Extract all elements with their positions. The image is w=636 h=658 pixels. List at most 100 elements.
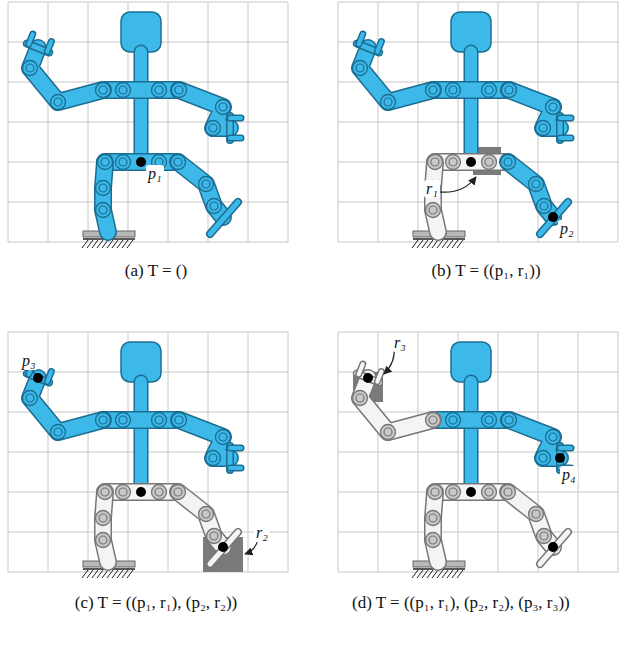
- grid-line: [338, 492, 618, 493]
- robot-link: [105, 485, 178, 500]
- ground-hatch: [112, 240, 118, 248]
- ground-hatch: [452, 570, 458, 578]
- gripper: [377, 372, 381, 382]
- robot-joint: [446, 155, 461, 170]
- robot-joint: [51, 425, 66, 440]
- grid-line: [338, 332, 618, 333]
- gripper: [560, 136, 571, 140]
- point-dot: [136, 487, 146, 497]
- robot-joint: [98, 155, 113, 170]
- ground-hatch: [422, 570, 428, 578]
- grid: [338, 332, 618, 572]
- robot-joint-ring: [539, 454, 547, 462]
- robot-joint: [353, 61, 368, 76]
- point-label: r₁: [424, 180, 440, 198]
- ground-hatch: [422, 240, 428, 248]
- robot-joint-ring: [429, 86, 437, 94]
- robot-joint: [51, 95, 66, 110]
- robot-link: [435, 483, 508, 501]
- robot-link: [30, 48, 103, 102]
- robot-link: [178, 162, 223, 217]
- robot-joint: [152, 485, 167, 500]
- gripper: [359, 364, 363, 374]
- gripper: [560, 116, 571, 120]
- robot-joint-ring: [101, 488, 109, 496]
- robot-joint-ring: [99, 206, 107, 214]
- robot-link: [135, 382, 147, 492]
- grid-line: [8, 332, 288, 333]
- robot-link: [509, 420, 560, 458]
- panel: [8, 2, 288, 248]
- ground-hatch: [107, 570, 113, 578]
- robot-joint: [96, 413, 111, 428]
- ground-hatch: [457, 570, 463, 578]
- grid-line: [8, 242, 288, 243]
- robot-joint-ring: [209, 124, 217, 132]
- robot-joint: [199, 177, 214, 192]
- robot-link: [433, 492, 438, 562]
- robot-link: [509, 90, 560, 128]
- robot-joint: [152, 83, 167, 98]
- robot-joint: [482, 413, 497, 428]
- ground-hatch: [412, 570, 418, 578]
- robot-joint-ring: [449, 488, 457, 496]
- robot-joint: [216, 430, 231, 445]
- ground-hatch: [437, 570, 443, 578]
- robot-link: [103, 411, 179, 429]
- robot-link: [103, 162, 108, 232]
- gripper: [47, 372, 51, 382]
- panel: [338, 2, 618, 248]
- robot-joint-ring: [532, 510, 540, 518]
- ground-hatch: [82, 570, 88, 578]
- robot-link: [433, 492, 438, 562]
- ground-hatch: [102, 240, 108, 248]
- robot-joint: [482, 485, 497, 500]
- robot-joint: [426, 511, 441, 526]
- panel: [8, 332, 288, 578]
- point-label: p₂: [558, 220, 576, 238]
- gripper: [560, 446, 571, 450]
- grid-line: [338, 2, 618, 3]
- grid-line: [8, 572, 288, 573]
- robot-link: [465, 52, 477, 162]
- robot-joint: [536, 121, 551, 136]
- robot-link: [30, 378, 103, 432]
- robot-link: [433, 83, 509, 98]
- point-dot: [33, 373, 43, 383]
- robot-joint: [116, 413, 131, 428]
- robot-joint: [426, 83, 441, 98]
- gripper: [230, 465, 241, 472]
- robot-joint: [96, 83, 111, 98]
- robot-link: [105, 483, 178, 501]
- ground-hatch: [447, 240, 453, 248]
- point-dot: [466, 157, 476, 167]
- robot-joint-ring: [209, 454, 217, 462]
- robot-link: [508, 492, 553, 547]
- robot-joint-ring: [356, 64, 364, 72]
- gripper: [560, 115, 571, 122]
- robot-joint: [98, 485, 113, 500]
- robot-joint-ring: [429, 514, 437, 522]
- robot-joint-ring: [504, 488, 512, 496]
- robot-joint-ring: [155, 488, 163, 496]
- gripper: [359, 34, 363, 44]
- ground-hatch: [82, 240, 88, 248]
- robot-joint-ring: [26, 394, 34, 402]
- robot-link: [178, 162, 223, 217]
- robot-joint: [171, 485, 186, 500]
- robot-link: [179, 420, 230, 458]
- robot-joint: [96, 511, 111, 526]
- robot-joint-ring: [54, 428, 62, 436]
- robot-joint: [152, 413, 167, 428]
- robot-link: [103, 413, 179, 428]
- robot-link: [103, 83, 179, 98]
- gripper: [377, 42, 381, 52]
- robot-joint: [116, 155, 131, 170]
- robot-link: [433, 413, 509, 428]
- robot-joint-ring: [485, 86, 493, 94]
- robot-link: [103, 81, 179, 99]
- robot-joint-ring: [99, 184, 107, 192]
- robot-joint: [502, 83, 517, 98]
- gripper: [230, 115, 241, 122]
